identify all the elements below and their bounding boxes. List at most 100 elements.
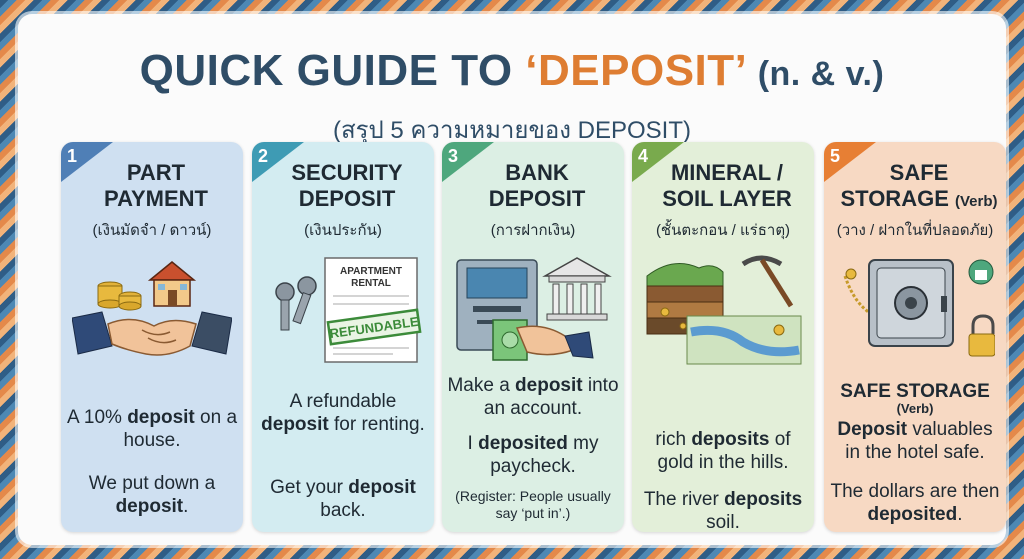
example-text: Get your <box>270 477 349 498</box>
example-1: A refundable deposit for renting. <box>256 390 430 436</box>
example-2: The dollars are then deposited. <box>828 480 1002 526</box>
example-text: I <box>467 433 479 454</box>
card-illustration <box>72 261 232 356</box>
example-text: into an account. <box>483 375 619 419</box>
keyword: deposits <box>691 429 770 450</box>
example-text: for renting. <box>328 414 425 435</box>
page-title: QUICK GUIDE TO ‘DEPOSIT’ (n. & v.) <box>18 46 1006 96</box>
page-subtitle: (สรุป 5 ความหมายของ DEPOSIT) <box>332 117 691 144</box>
keyword: deposit <box>115 496 184 517</box>
keyword: deposited <box>867 504 958 525</box>
keyword: deposits <box>724 489 803 510</box>
sub-heading-verb-tag: (Verb) <box>896 401 934 416</box>
keyword: Deposit <box>837 419 908 440</box>
example-text: soil. <box>706 512 740 532</box>
heading-line-2: PAYMENT <box>104 186 208 211</box>
example-text: my paycheck. <box>490 433 599 477</box>
sub-heading-text: SAFE STORAGE <box>840 381 990 402</box>
card-thai-meaning: (การฝากเงิน) <box>490 222 576 239</box>
heading-line-1: MINERAL / <box>670 160 784 185</box>
example-2: I deposited my paycheck. <box>446 432 620 478</box>
example-text: A refundable <box>289 391 397 412</box>
card-thai-meaning: (วาง / ฝากในที่ปลอดภัย) <box>836 222 994 239</box>
keyword: deposit <box>515 375 583 396</box>
river-icon <box>686 315 802 365</box>
card-illustration: APARTMENT RENTAL REFUNDABLE <box>275 257 422 363</box>
card-number: 4 <box>638 146 649 166</box>
card-illustration <box>646 255 802 365</box>
keyword: deposit <box>348 477 416 498</box>
register-note: (Register: People usually say ‘put in’.) <box>455 488 611 521</box>
rental-document-icon: APARTMENT RENTAL <box>324 257 418 363</box>
card-illustration <box>843 259 995 357</box>
example-text: A 10% <box>66 407 128 428</box>
card-mineral-soil-layer: 4 MINERAL /SOIL LAYER (ชั้นตะกอน / แร่ธา… <box>632 142 814 532</box>
example-1: A 10% deposit on a house. <box>65 406 239 452</box>
title-keyword: ‘DEPOSIT’ <box>525 46 745 95</box>
heading-line-2: DEPOSIT <box>488 186 586 211</box>
example-text: rich <box>655 429 692 450</box>
example-2: The river deposits soil. <box>636 488 810 532</box>
heading-verb-tag: (Verb) <box>955 193 998 210</box>
keyword: deposited <box>478 433 568 454</box>
example-text: The dollars are then <box>830 481 1000 502</box>
example-1: rich deposits of gold in the hills. <box>636 428 810 474</box>
example-text: of gold in the hills. <box>657 429 791 473</box>
safe-icon <box>868 259 954 347</box>
heading-line-1: SECURITY <box>291 160 403 185</box>
guide-frame: QUICK GUIDE TO ‘DEPOSIT’ (n. & v.) (สรุป… <box>18 14 1006 545</box>
example-text: Make a <box>447 375 516 396</box>
card-illustration <box>456 257 612 361</box>
card-number: 5 <box>830 146 841 166</box>
keyword: deposit <box>127 407 195 428</box>
coins-icon <box>97 281 142 311</box>
document-title-line-1: APARTMENT <box>340 266 402 277</box>
heading-line-2: SOIL LAYER <box>662 186 792 211</box>
example-text: on a house. <box>123 407 238 451</box>
pickaxe-icon <box>741 255 794 308</box>
example-text: . <box>183 496 189 517</box>
heading-line-1: BANK <box>505 160 569 185</box>
cash-hand-icon <box>492 319 594 361</box>
example-text: We put down a <box>88 473 216 494</box>
card-thai-meaning: (เงินประกัน) <box>304 222 382 239</box>
padlock-icon <box>968 259 995 357</box>
title-prefix: QUICK GUIDE TO <box>139 46 526 95</box>
house-icon <box>147 261 197 307</box>
gold-nugget-icon <box>660 307 785 336</box>
title-part-of-speech: (n. & v.) <box>757 55 885 93</box>
example-text: valuables in the hotel safe. <box>845 419 993 463</box>
heading-line-2: DEPOSIT <box>298 186 396 211</box>
document-title-line-2: RENTAL <box>351 278 391 289</box>
sub-heading: SAFE STORAGE(Verb) <box>824 382 1006 416</box>
card-thai-meaning: (เงินมัดจำ / ดาวน์) <box>92 222 212 239</box>
example-1: Make a deposit into an account. <box>446 374 620 420</box>
card-number: 3 <box>448 146 459 166</box>
card-thai-meaning: (ชั้นตะกอน / แร่ธาตุ) <box>655 222 791 239</box>
heading-line-1: SAFE <box>889 160 949 185</box>
example-2: We put down a deposit. <box>65 472 239 518</box>
handshake-icon <box>72 311 232 356</box>
example-text: back. <box>320 500 366 521</box>
heading-line-1: PART <box>126 160 186 185</box>
bank-building-icon <box>542 257 612 321</box>
keys-icon <box>275 276 317 331</box>
card-heading: MINERAL /SOIL LAYER <box>646 160 808 212</box>
card-number: 1 <box>67 146 78 166</box>
example-text: . <box>957 504 963 525</box>
keyword: deposit <box>261 414 329 435</box>
card-number: 2 <box>258 146 269 166</box>
example-2: Get your deposit back. <box>256 476 430 522</box>
example-1: Deposit valuables in the hotel safe. <box>828 418 1002 464</box>
heading-line-2: STORAGE <box>840 186 949 211</box>
example-text: The river <box>643 489 725 510</box>
